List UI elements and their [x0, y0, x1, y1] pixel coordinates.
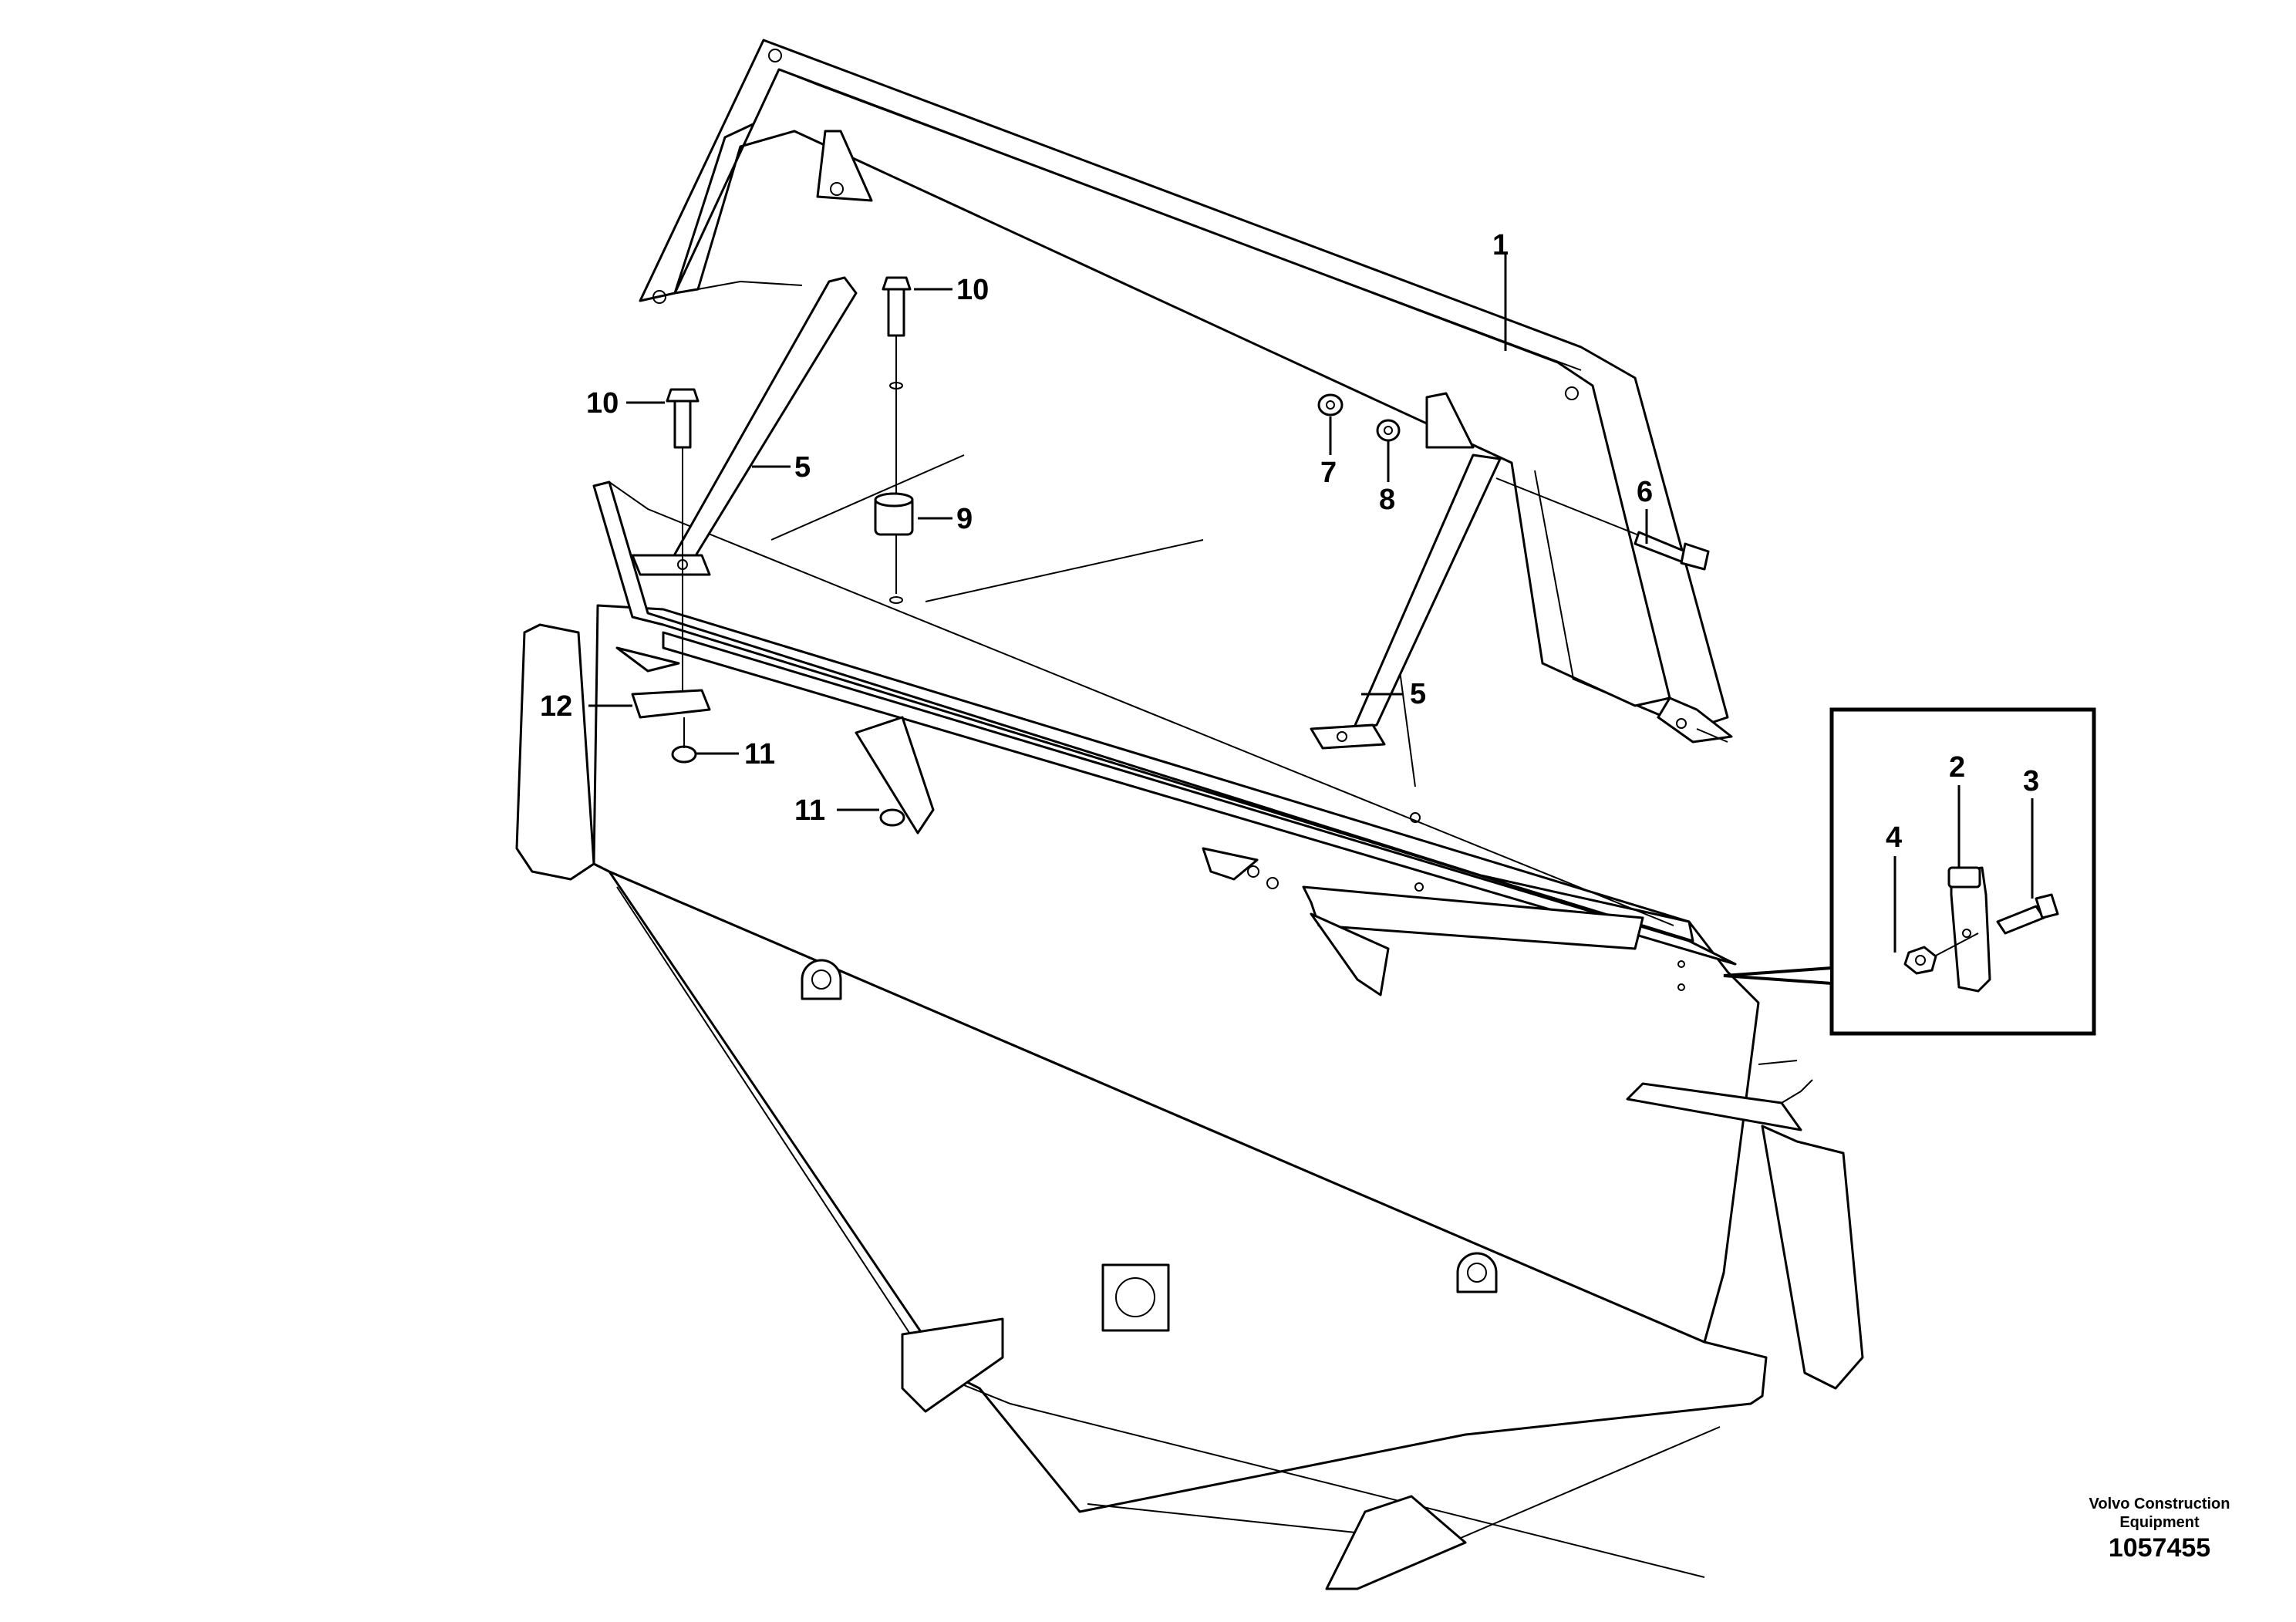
bolt-10-upper: [882, 276, 912, 604]
callout-7: 7: [1320, 457, 1337, 489]
callout-5-right: 5: [1410, 678, 1426, 710]
callout-10-upper: 10: [956, 274, 989, 306]
nut-part-7: [1317, 393, 1344, 416]
callout-11-center: 11: [794, 794, 825, 827]
drawing-number: 1057455: [2109, 1533, 2210, 1563]
bolt-10-left: [666, 388, 700, 694]
callout-5-left: 5: [794, 451, 811, 484]
mount-plate-part-12: [631, 689, 711, 719]
support-strut-right: [1310, 454, 1502, 750]
callout-labels: 1 10 10 5 9 7 8 6 5 12 11 11 2 3 4: [540, 229, 2039, 854]
dump-body: [515, 454, 1864, 1590]
callout-6: 6: [1637, 476, 1653, 508]
callout-3: 3: [2023, 765, 2039, 798]
detail-inset: [1723, 707, 2096, 1036]
callout-4: 4: [1886, 821, 1902, 854]
nut-part-11-center: [879, 808, 905, 827]
drawing-caption: Volvo Construction Equipment 1057455: [2089, 1496, 2230, 1563]
callout-8: 8: [1379, 484, 1395, 516]
nut-part-11-left: [671, 717, 697, 764]
brand-line-1: Volvo Construction: [2089, 1496, 2230, 1512]
callout-12: 12: [540, 690, 572, 723]
callout-10-left: 10: [586, 387, 619, 420]
callout-9: 9: [956, 503, 973, 535]
support-strut-left: [631, 276, 858, 576]
callout-1: 1: [1492, 229, 1509, 261]
washer-part-8: [1376, 419, 1401, 442]
brand-line-2: Equipment: [2119, 1514, 2200, 1531]
guard-frame-part-1: [639, 39, 1733, 744]
callout-11-left: 11: [744, 738, 775, 771]
callout-2: 2: [1949, 751, 1965, 784]
spacer-part-9: [874, 492, 914, 536]
leader-lines: [588, 255, 2034, 953]
